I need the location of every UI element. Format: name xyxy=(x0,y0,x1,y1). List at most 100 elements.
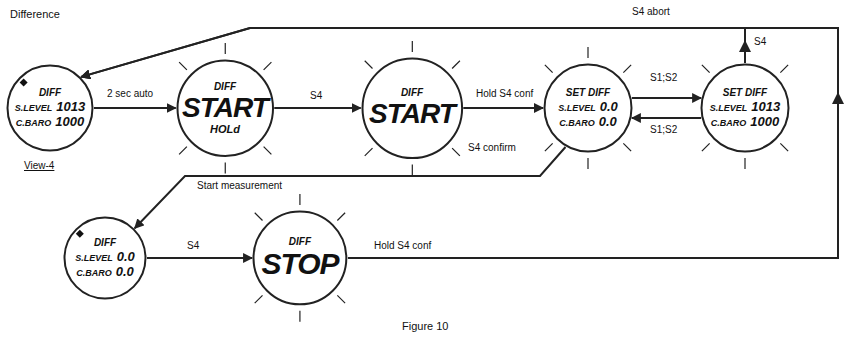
display-text: DIFF xyxy=(94,238,116,248)
display-text: 1000 xyxy=(55,115,84,128)
display-text: SET DIFF xyxy=(723,88,767,98)
view-title: Difference xyxy=(8,8,62,21)
display-text: DIFF xyxy=(39,88,61,98)
display-text: 1013 xyxy=(56,100,85,113)
flow-arrow xyxy=(81,28,838,258)
blink-ray xyxy=(299,311,300,322)
display-row: START xyxy=(182,93,268,121)
view-number: View-4 xyxy=(22,160,56,172)
mode-diamond xyxy=(20,78,28,86)
blink-ray xyxy=(780,65,788,73)
blink-ray xyxy=(364,60,372,68)
display-row: STOP xyxy=(261,249,338,279)
blink-ray xyxy=(545,65,553,73)
display-row: C.BARO0.0 xyxy=(559,115,617,128)
display-row: S.LEVEL 0.0 xyxy=(558,100,618,113)
blink-ray xyxy=(411,41,412,52)
display-bezel xyxy=(362,58,462,158)
display-text: C.BARO xyxy=(711,119,747,128)
display-text: HOLd xyxy=(210,123,240,134)
display-bezel xyxy=(545,65,632,152)
blink-ray xyxy=(337,213,345,221)
step-note: Start measurement xyxy=(195,180,284,192)
figure-caption: Figure 10 xyxy=(400,320,450,333)
watch-display: DIFF STOP xyxy=(252,210,348,306)
flow-arrow xyxy=(94,107,176,109)
blink-ray xyxy=(337,295,345,303)
display-content: DIFF START HOLd xyxy=(182,81,268,134)
display-text: S.LEVEL xyxy=(558,104,596,113)
display-text: 0.0 xyxy=(600,100,618,113)
display-text: S.LEVEL xyxy=(710,104,748,113)
display-row: DIFF xyxy=(289,237,311,247)
watch-display: DIFF START HOLd xyxy=(176,59,275,158)
flow-arrow xyxy=(632,97,701,99)
flow-arrow xyxy=(274,107,360,109)
display-row: SET DIFF xyxy=(566,88,610,98)
display-row: S.LEVEL1013 xyxy=(710,100,780,113)
display-text: 1013 xyxy=(751,100,780,113)
display-row: SET DIFF xyxy=(723,88,767,98)
blink-ray xyxy=(587,158,588,169)
display-row: S.LEVEL0.0 xyxy=(75,250,135,263)
display-text: SET DIFF xyxy=(566,88,610,98)
blink-ray xyxy=(224,43,225,54)
display-text: STOP xyxy=(261,249,338,279)
display-row: DIFF xyxy=(214,81,236,91)
blink-ray xyxy=(452,148,460,156)
transition-label: S4 xyxy=(308,90,324,102)
display-text: DIFF xyxy=(289,237,311,247)
display-row: START xyxy=(369,100,455,128)
display-bezel xyxy=(65,218,146,299)
blink-ray xyxy=(411,164,412,175)
display-text: DIFF xyxy=(214,81,236,91)
blink-ray xyxy=(702,65,710,73)
blink-ray xyxy=(452,60,460,68)
transition-label: S4 xyxy=(185,240,201,252)
transition-label: Hold S4 conf xyxy=(474,88,535,100)
display-row: HOLd xyxy=(210,123,240,134)
blink-ray xyxy=(364,148,372,156)
display-text: DIFF xyxy=(401,88,423,98)
blink-ray xyxy=(780,143,788,151)
blink-ray xyxy=(179,62,187,70)
flow-arrow xyxy=(463,107,543,109)
display-text: START xyxy=(369,100,455,128)
display-bezel xyxy=(702,65,789,152)
display-text: C.BARO xyxy=(76,269,112,278)
display-content: DIFF START xyxy=(369,88,455,128)
display-content: SET DIFFS.LEVEL0.0C.BARO0.0 xyxy=(558,88,618,128)
flow-arrow xyxy=(147,257,252,259)
watch-display: DIFF S.LEVEL0.0C.BARO 0.0 xyxy=(63,216,147,300)
blink-ray xyxy=(744,158,745,169)
display-row: DIFF xyxy=(401,88,423,98)
flow-arrow xyxy=(135,147,566,228)
display-content: DIFF S.LEVEL1013C.BARO1000 xyxy=(15,88,85,128)
display-content: SET DIFF S.LEVEL1013C.BARO1000 xyxy=(710,88,780,128)
blink-ray xyxy=(224,162,225,173)
display-text: 0.0 xyxy=(599,115,617,128)
blink-ray xyxy=(255,295,263,303)
display-text: 0.0 xyxy=(116,265,134,278)
transition-label: S4 confirm xyxy=(466,142,518,154)
display-text: C.BARO xyxy=(16,119,52,128)
display-text: 1000 xyxy=(750,115,779,128)
display-text: S.LEVEL xyxy=(75,254,113,263)
transition-label: S1;S2 xyxy=(648,124,679,136)
blink-ray xyxy=(263,146,271,154)
display-bezel xyxy=(177,60,273,156)
blink-ray xyxy=(255,213,263,221)
button-label: S4 xyxy=(752,36,768,48)
display-text: S.LEVEL xyxy=(15,104,53,113)
blink-ray xyxy=(299,194,300,205)
transition-label: S4 abort xyxy=(630,6,672,18)
blink-ray xyxy=(545,143,553,151)
blink-ray xyxy=(623,65,631,73)
watch-display: SET DIFFS.LEVEL0.0C.BARO0.0 xyxy=(543,63,633,153)
display-bezel xyxy=(8,66,93,151)
blink-ray xyxy=(623,143,631,151)
blink-ray xyxy=(587,47,588,58)
transition-label: 2 sec auto xyxy=(105,88,155,100)
display-bezel xyxy=(254,212,347,305)
